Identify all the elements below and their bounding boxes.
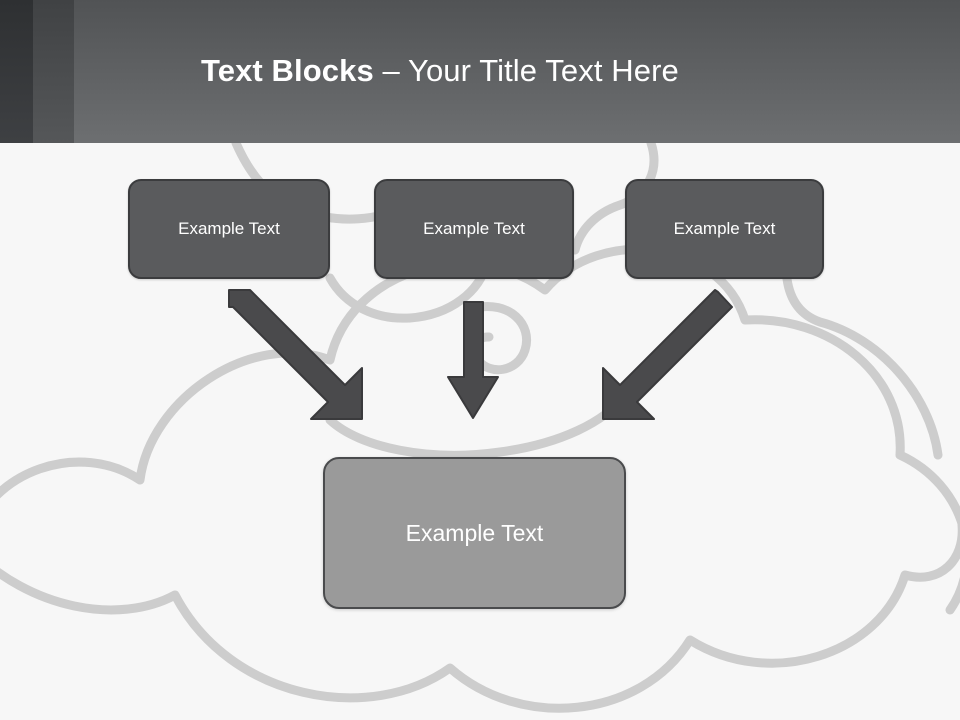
text-block-2-label: Example Text [423, 219, 525, 238]
cloud-outline-main [0, 244, 960, 615]
page-title-bold: Text Blocks [201, 53, 383, 88]
cloud-outline-upper-right [570, 138, 659, 255]
text-block-2[interactable]: Example Text [374, 179, 574, 279]
slide-header: Text Blocks – Your Title Text Here [0, 0, 960, 143]
page-title-rest: Your Title Text Here [408, 53, 679, 88]
header-accent-band-mid [33, 0, 74, 143]
cloud-curl-left [325, 257, 492, 323]
page-title: Text Blocks – Your Title Text Here [201, 52, 679, 90]
text-block-3[interactable]: Example Text [625, 179, 824, 279]
header-background [74, 0, 960, 143]
cloud-hump-right [782, 274, 943, 460]
cloud-arc-above-result [325, 390, 630, 460]
text-block-1-label: Example Text [178, 219, 280, 238]
result-block-label: Example Text [405, 519, 544, 546]
cloud-scallop-bottom [0, 520, 960, 713]
page-title-separator: – [382, 53, 409, 88]
text-block-3-label: Example Text [673, 219, 776, 238]
arrow-left [228, 289, 363, 420]
arrow-middle [447, 301, 499, 419]
result-block[interactable]: Example Text [323, 457, 626, 609]
header-accent-band-dark [0, 0, 33, 143]
text-block-1[interactable]: Example Text [128, 179, 330, 279]
arrow-right [602, 289, 733, 420]
